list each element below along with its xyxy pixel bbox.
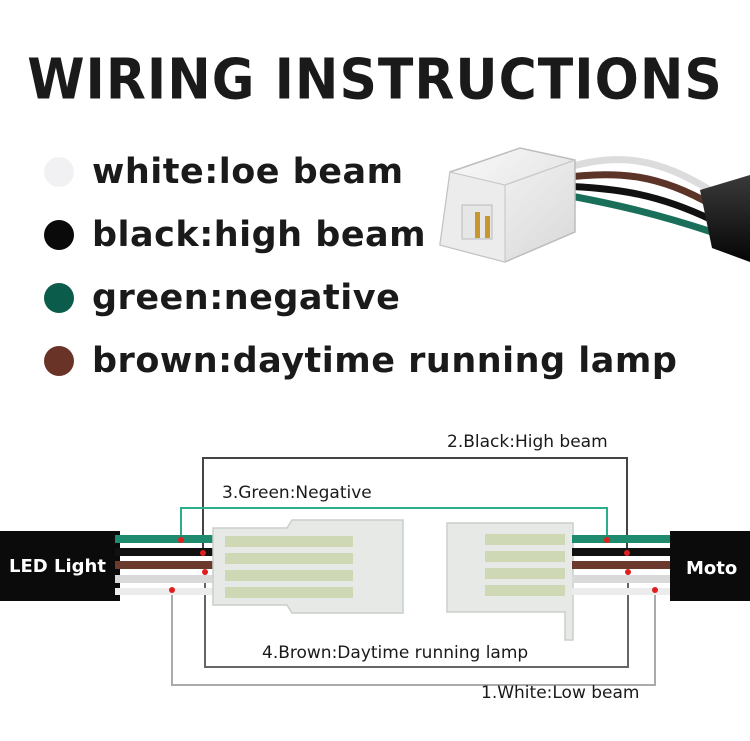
- white-guide-line: [171, 590, 656, 686]
- white-wire-label: 1.White:Low beam: [481, 683, 640, 703]
- male-connector: [212, 519, 404, 614]
- pin-marker: [202, 569, 208, 575]
- green-swatch-icon: [44, 283, 74, 313]
- left-green-wire: [115, 535, 220, 543]
- left-white-wire: [115, 575, 220, 583]
- legend-label: black:high beam: [92, 215, 427, 255]
- left-sheath: [0, 531, 120, 601]
- female-socket: [485, 534, 565, 545]
- legend-item-white: white:loe beam: [44, 152, 404, 192]
- green-wire-label: 3.Green:Negative: [222, 483, 372, 503]
- white-swatch-icon: [44, 157, 74, 187]
- right-brown-wire: [572, 561, 677, 569]
- legend-item-brown: brown:daytime running lamp: [44, 341, 677, 381]
- male-pin: [225, 536, 353, 547]
- pin-marker: [200, 550, 206, 556]
- pin-marker: [604, 537, 610, 543]
- female-socket: [485, 568, 565, 579]
- right-white-wire-2: [572, 588, 677, 595]
- pin-marker: [624, 550, 630, 556]
- moto-label: Moto: [686, 558, 737, 579]
- brown-guide-line: [204, 572, 629, 668]
- legend-item-black: black:high beam: [44, 215, 426, 255]
- left-black-wire: [115, 548, 220, 556]
- right-white-wire: [572, 575, 677, 583]
- black-swatch-icon: [44, 220, 74, 250]
- female-socket: [485, 585, 565, 596]
- legend-item-green: green:negative: [44, 278, 400, 318]
- left-brown-wire: [115, 561, 220, 569]
- pin-marker: [652, 587, 658, 593]
- legend-label: white:loe beam: [92, 152, 404, 192]
- legend-label: green:negative: [92, 278, 401, 318]
- black-wire-label: 2.Black:High beam: [447, 432, 608, 452]
- pin-marker: [169, 587, 175, 593]
- right-green-wire: [572, 535, 677, 543]
- page-title: WIRING INSTRUCTIONS: [27, 47, 723, 113]
- right-sheath: [670, 531, 750, 601]
- male-pin: [225, 553, 353, 564]
- led-light-label: LED Light: [9, 556, 106, 577]
- brown-wire-label: 4.Brown:Daytime running lamp: [262, 643, 528, 663]
- female-socket: [485, 551, 565, 562]
- left-white-wire-2: [115, 588, 220, 595]
- black-guide-line: [202, 457, 628, 553]
- pin-marker: [625, 569, 631, 575]
- legend-label: brown:daytime running lamp: [92, 341, 678, 381]
- male-pin: [225, 587, 353, 598]
- green-guide-line: [180, 507, 608, 540]
- pin-marker: [178, 537, 184, 543]
- brown-swatch-icon: [44, 346, 74, 376]
- male-pin: [225, 570, 353, 581]
